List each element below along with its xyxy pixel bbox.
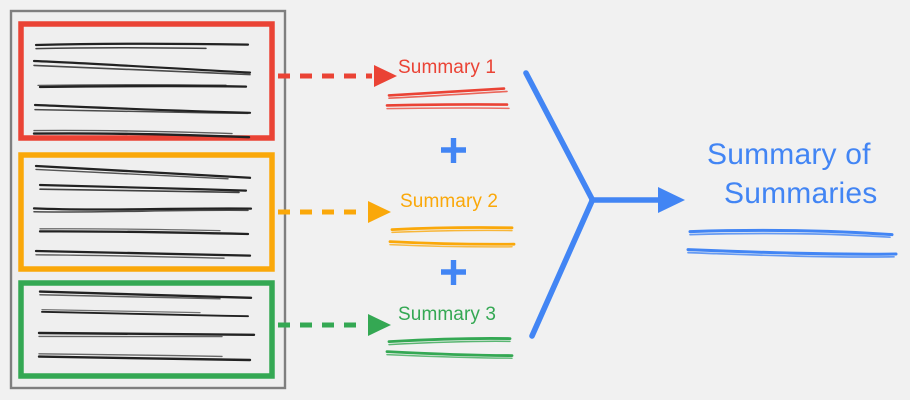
summary-1-underlines xyxy=(385,87,510,110)
result-title-line-1: Summary of xyxy=(707,138,871,171)
summary-3-label: Summary 3 xyxy=(398,304,497,325)
merge-connector xyxy=(523,70,663,339)
merge-arrowhead-icon xyxy=(658,187,685,213)
plus-1-icon xyxy=(441,138,466,163)
summary-1-label: Summary 1 xyxy=(398,57,497,78)
arrow-section-2-to-summary-2 xyxy=(278,201,391,223)
section-1-text-lines xyxy=(32,42,252,139)
document-section-2[interactable] xyxy=(18,152,275,272)
arrow-section-1-to-summary-1 xyxy=(278,65,397,87)
section-3-text-lines xyxy=(37,290,256,362)
summary-2-label: Summary 2 xyxy=(400,191,499,212)
summary-2-underlines xyxy=(388,226,516,248)
plus-2-icon xyxy=(441,260,466,285)
arrow-section-3-to-summary-3 xyxy=(278,314,391,336)
summary-3-underlines xyxy=(385,336,514,359)
result-title-line-2: Summaries xyxy=(724,177,878,210)
section-2-text-lines xyxy=(32,164,253,259)
document-section-3[interactable] xyxy=(18,280,275,379)
document-section-1[interactable] xyxy=(18,21,275,141)
result-underlines xyxy=(686,228,898,258)
